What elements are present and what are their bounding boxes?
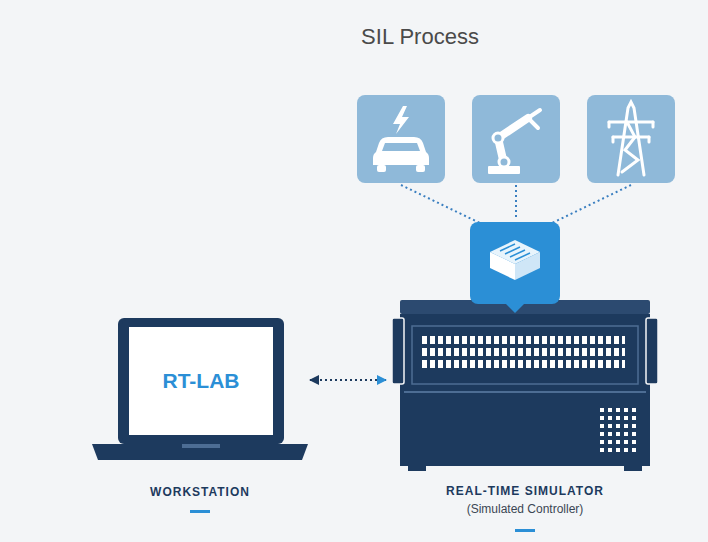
underline-bar (515, 529, 535, 532)
rack-front-panel (412, 326, 638, 384)
robot-icon-tile (472, 95, 560, 183)
underline-bar (190, 510, 210, 513)
grid-icon-tile (587, 95, 675, 183)
dotted-links (401, 185, 631, 224)
rack-vent (600, 408, 636, 452)
car-wheel (377, 165, 386, 172)
car-window (382, 143, 420, 151)
laptop-hinge (182, 444, 220, 448)
icon-tile (587, 95, 675, 183)
device-side (515, 252, 540, 280)
pylon-insulators (609, 122, 653, 142)
dotted-link (550, 185, 631, 224)
rack-ear (392, 318, 404, 384)
title: SIL Process (361, 24, 479, 50)
real-time-simulator: REAL-TIME SIMULATOR (Simulated Controller… (388, 296, 662, 536)
car-body (373, 137, 429, 165)
power-pylon (609, 102, 653, 175)
laptop-lid (118, 318, 284, 444)
ev-icon-tile (357, 95, 445, 183)
real-time-simulator-rack (392, 300, 658, 471)
rack-divider (404, 391, 646, 393)
tile-pointer (505, 303, 525, 313)
screen-label: RT-LAB (163, 369, 240, 393)
device-vents (500, 244, 530, 260)
dotted-link (515, 185, 517, 220)
pylon-bracing (622, 122, 638, 172)
rack-foot (408, 466, 426, 471)
lightning-bolt (393, 106, 409, 134)
rack-body (400, 314, 650, 466)
device-tile (470, 222, 560, 304)
rack-slots (422, 336, 625, 372)
controller-device-tile (470, 222, 560, 313)
icon-tile (357, 95, 445, 183)
laptop-screen: RT-LAB (122, 320, 280, 442)
robot-gripper (528, 110, 540, 128)
rack-ear (646, 318, 658, 384)
workstation-laptop: WORKSTATION RT-LAB (92, 318, 308, 523)
node-subtitle: (Simulated Controller) (467, 502, 584, 516)
robot-joint (499, 157, 509, 167)
rack-foot (624, 466, 642, 471)
car-wheel (416, 165, 425, 172)
robot-joint (493, 133, 503, 143)
laptop (92, 318, 308, 460)
laptop-base (92, 444, 308, 460)
icon-tile (472, 95, 560, 183)
node-label: WORKSTATION (150, 485, 250, 499)
dotted-link (401, 185, 482, 224)
connector (310, 379, 386, 381)
node-label: REAL-TIME SIMULATOR (446, 484, 604, 498)
